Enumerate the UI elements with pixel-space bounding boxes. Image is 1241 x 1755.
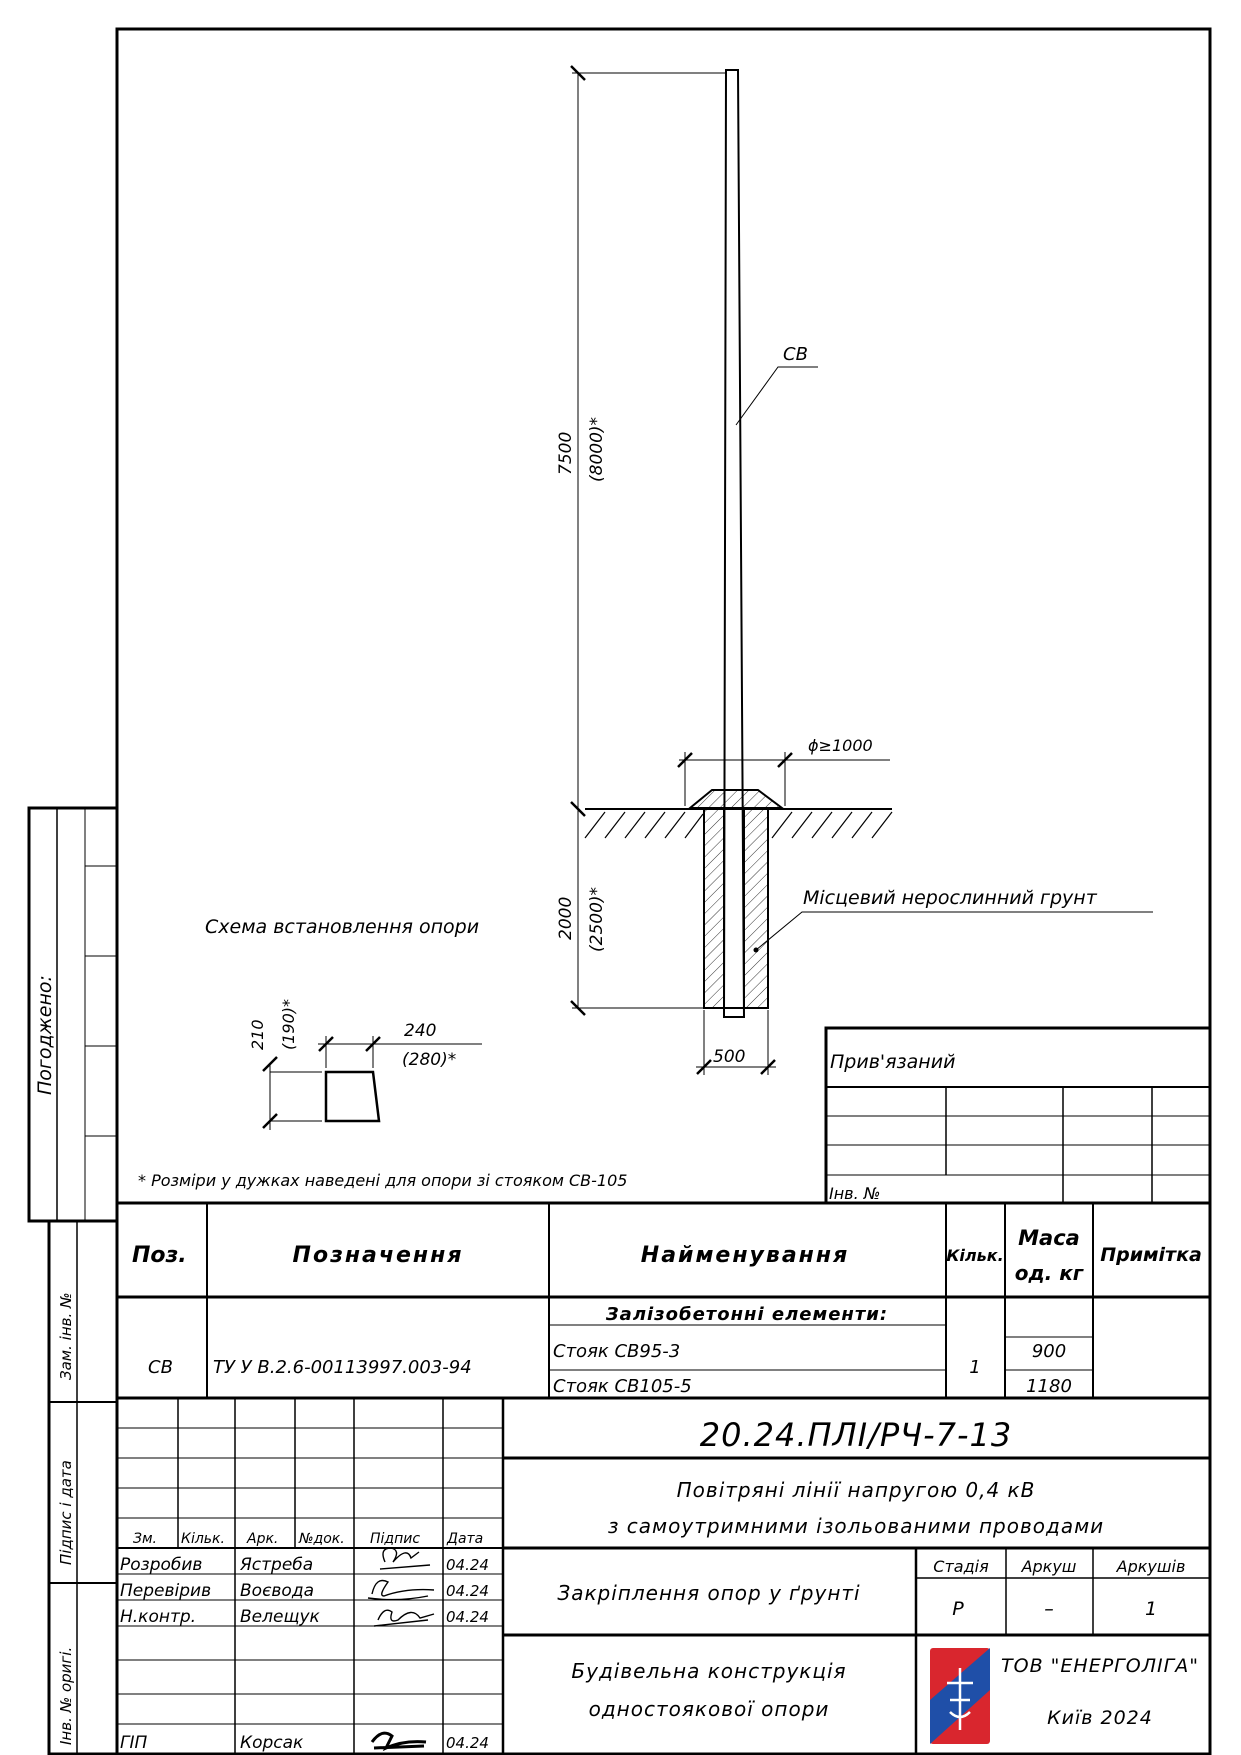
person-role-1: Розробив	[120, 1555, 202, 1575]
collar	[687, 789, 785, 809]
section-height-label: 210	[248, 1019, 267, 1050]
header-designation: Позначення	[293, 1243, 464, 1268]
dim-height-alt-label: (8000)*	[587, 417, 607, 482]
person-role-3: Н.контр.	[120, 1607, 196, 1627]
hdr-sheet: Арк.	[246, 1531, 278, 1547]
person-date-1: 04.24	[446, 1556, 489, 1574]
replaced-inv-label: Зам. інв. №	[57, 1292, 75, 1380]
bound-title: Прив'язаний	[830, 1051, 955, 1073]
company-name: ТОВ "ЕНЕРГОЛІГА"	[1001, 1655, 1199, 1677]
section-height-alt-label: (190)*	[279, 999, 298, 1050]
person-role-4: ГІП	[120, 1733, 147, 1753]
dim-pit-width-label: 500	[713, 1047, 745, 1067]
diameter-dimension	[677, 752, 890, 806]
header-note: Примітка	[1100, 1244, 1202, 1266]
hdr-doc-no: №док.	[298, 1531, 345, 1547]
approved-label: Погоджено:	[34, 975, 56, 1095]
pole	[722, 69, 746, 1018]
sheets-label: Аркушів	[1116, 1557, 1186, 1576]
section-profile	[324, 1070, 381, 1123]
section-title: Залізобетонні елементи:	[605, 1304, 888, 1325]
row-pos: СВ	[148, 1357, 173, 1378]
pole-label: СВ	[783, 344, 808, 365]
pole-drawing: 7500 (8000)* 2000 (2500)* ϕ≥1000 500 СВ …	[556, 65, 1153, 1075]
section-drawing: 210 (190)* 240 (280)*	[248, 999, 482, 1130]
hdr-zm: Зм.	[133, 1531, 157, 1547]
pit-width-dimension	[696, 1010, 776, 1075]
sheet-title: Закріплення опор у ґрунті	[557, 1581, 860, 1605]
header-mass-line1: Маса	[1018, 1226, 1080, 1250]
city-year: Київ 2024	[1047, 1707, 1153, 1729]
drawing-name-line-2: одностоякової опори	[589, 1697, 830, 1721]
doc-code: 20.24.ПЛІ/РЧ-7-13	[700, 1416, 1013, 1454]
hdr-qty: Кільк.	[181, 1531, 225, 1547]
person-name-2: Воєвода	[240, 1581, 314, 1601]
person-date-4: 04.24	[446, 1734, 489, 1752]
drawing-name-line-1: Будівельна конструкція	[571, 1659, 846, 1683]
sign-date-label: Підпис і дата	[57, 1460, 75, 1565]
pole-leader	[735, 366, 818, 426]
person-role-2: Перевірив	[120, 1581, 211, 1601]
dim-depth-label: 2000	[556, 897, 576, 940]
company-logo	[930, 1648, 990, 1744]
project-line-1: Повітряні лінії напругою 0,4 кВ	[677, 1478, 1036, 1502]
orig-inv-label: Інв. № оригі.	[57, 1647, 75, 1745]
row-designation: ТУ У В.2.6-00113997.003-94	[213, 1357, 472, 1378]
header-mass-line2: од. кг	[1015, 1261, 1084, 1285]
project-line-2: з самоутримними ізольованими проводами	[608, 1514, 1104, 1538]
hdr-date: Дата	[446, 1531, 483, 1547]
ground-hatching	[584, 811, 893, 839]
stage-value: Р	[952, 1598, 964, 1620]
row-qty: 1	[969, 1357, 980, 1378]
person-date-2: 04.24	[446, 1582, 489, 1600]
signatures	[367, 1547, 435, 1752]
bound-inv-label: Інв. №	[829, 1184, 880, 1203]
soil-label: Місцевий нерослинний грунт	[803, 887, 1098, 909]
person-name-1: Ястреба	[239, 1555, 313, 1575]
pit-fill-right	[743, 808, 769, 1009]
row-item-1-name: Стояк СВ95-3	[553, 1341, 680, 1362]
row-item-2-name: Стояк СВ105-5	[553, 1376, 692, 1397]
title-block	[115, 1396, 1212, 1755]
height-dimension	[570, 65, 726, 1016]
spec-table	[115, 1201, 1212, 1400]
dimensions-note: * Розміри у дужках наведені для опори зі…	[138, 1171, 627, 1190]
dim-diameter-label: ϕ≥1000	[808, 736, 873, 755]
stage-label: Стадія	[933, 1557, 989, 1576]
pit-fill-left	[703, 808, 725, 1009]
row-item-2-mass: 1180	[1026, 1376, 1072, 1397]
dim-height-label: 7500	[556, 432, 576, 475]
side-panel	[27, 806, 119, 1755]
person-name-3: Велещук	[240, 1607, 321, 1627]
person-date-3: 04.24	[446, 1608, 489, 1626]
person-name-4: Корсак	[240, 1733, 304, 1753]
scheme-title: Схема встановлення опори	[205, 916, 479, 938]
section-width-alt-label: (280)*	[402, 1050, 456, 1070]
header-name: Найменування	[641, 1243, 849, 1268]
sheets-value: 1	[1145, 1598, 1157, 1620]
row-item-1-mass: 900	[1032, 1341, 1066, 1362]
dim-depth-alt-label: (2500)*	[587, 887, 607, 952]
header-pos: Поз.	[132, 1243, 187, 1268]
section-width-label: 240	[404, 1021, 436, 1041]
sheet-value: –	[1044, 1598, 1054, 1620]
hdr-signature: Підпис	[370, 1531, 420, 1547]
sheet-label: Аркуш	[1021, 1557, 1077, 1576]
soil-leader	[755, 911, 1153, 951]
header-qty: Кільк.	[946, 1246, 1003, 1265]
